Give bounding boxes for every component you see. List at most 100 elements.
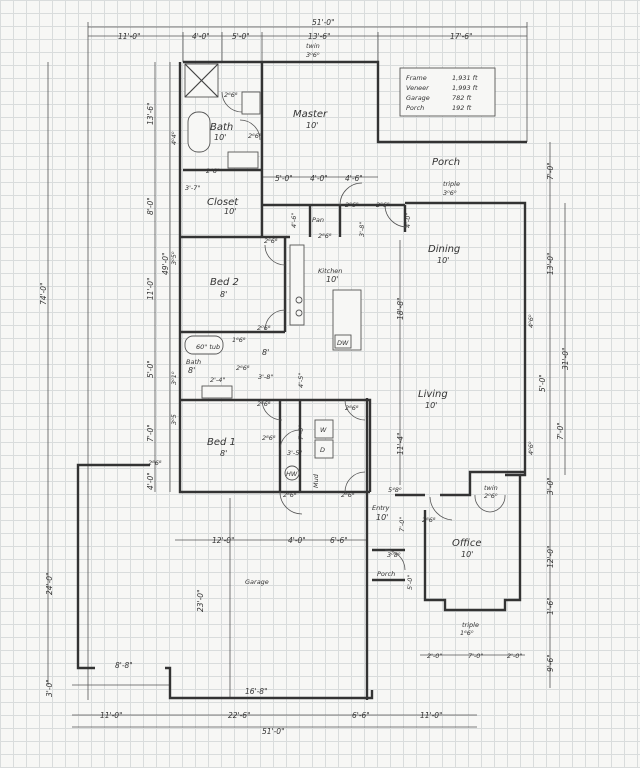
ceiling-height: 10' xyxy=(224,207,236,216)
water-heater xyxy=(284,465,300,481)
dimension-label: 4'-6" xyxy=(290,213,298,228)
area-table: Frame 1,931 ft Veneer 1,993 ft Garage 78… xyxy=(406,74,478,112)
room-garage: Garage xyxy=(245,578,269,586)
window-label: 4⁰6⁰ xyxy=(527,441,535,455)
door-label: 1⁶6⁸ xyxy=(232,336,246,344)
dimension-label: 5'-0" xyxy=(232,32,250,41)
ceiling-height: 10' xyxy=(326,275,338,284)
dimension-labels: 51'-0" 11'-0" 4'-0" 5'-0" 13'-6" 17'-6" … xyxy=(39,18,570,736)
fixture-labels: DW W D HW 60" tub xyxy=(196,339,349,478)
area-label: Veneer xyxy=(406,84,430,92)
dishwasher xyxy=(334,334,352,349)
water-heater-label: HW xyxy=(286,470,298,478)
window-label: triple xyxy=(443,180,460,188)
room-master-bath: Bath xyxy=(210,122,233,133)
walls xyxy=(76,60,527,700)
dimension-label: 7'-0" xyxy=(546,162,555,180)
dimension-label: 11'-0" xyxy=(146,277,155,300)
toilet xyxy=(241,91,261,115)
dimension-label: 4'-0" xyxy=(146,472,155,490)
dimension-label: 4'-0" xyxy=(404,213,412,228)
dimension-label: 51'-0" xyxy=(312,18,335,27)
room-bed2: Bed 2 xyxy=(210,277,239,288)
counter xyxy=(289,244,305,326)
dimension-label: 11'-0" xyxy=(100,711,123,720)
door-label: 2⁸6⁸ xyxy=(376,201,390,209)
dimension-label: 22'-6" xyxy=(228,711,251,720)
door-label: 2⁸6⁸ xyxy=(345,404,359,412)
room-kitchen: Kitchen xyxy=(318,267,342,275)
dimension-label: 31'-0" xyxy=(561,347,570,370)
door-label: 2⁸6⁸ xyxy=(341,491,355,499)
dimension-label: 51'-0" xyxy=(262,727,285,736)
dimension-label: 3'-8" xyxy=(258,373,273,381)
window-label: 3⁰6⁰ xyxy=(443,189,457,197)
window-label: twin xyxy=(484,484,498,492)
room-pantry: Pan xyxy=(312,216,324,224)
dimension-label: 3'-7" xyxy=(185,184,200,192)
dimension-label: 7'-0" xyxy=(468,652,483,660)
window-label: triple xyxy=(462,621,479,629)
room-bed1: Bed 1 xyxy=(207,437,236,448)
window-label: 3⁰5⁰ xyxy=(170,251,178,265)
window-label: 3⁰6⁰ xyxy=(306,51,320,59)
ceiling-height: 10' xyxy=(214,133,226,142)
dimension-label: 12'-0" xyxy=(546,545,555,568)
dimension-label: 4'-5" xyxy=(297,373,305,388)
area-value: 192 ft xyxy=(452,104,472,112)
area-value: 1,993 ft xyxy=(452,84,478,92)
door-label: 2⁸6⁸ xyxy=(257,400,271,408)
door-label: 2⁰6⁸ xyxy=(257,324,271,332)
area-value: 782 ft xyxy=(452,94,472,102)
window-label: 3⁰1⁰ xyxy=(170,371,178,385)
dimension-label: 6'-6" xyxy=(330,536,348,545)
room-labels: Master 10' Bath 10' Closet 10' Pan Porch… xyxy=(186,109,482,586)
dimension-label: 3'-5" xyxy=(287,449,302,457)
dimension-label: 3'-0" xyxy=(546,477,555,495)
area-label: Garage xyxy=(406,94,430,102)
window-label: twin xyxy=(306,42,320,50)
window-label: 1⁶6⁰ xyxy=(460,629,474,637)
ceiling-height: 10' xyxy=(376,513,388,522)
dimension-label: 6'-6" xyxy=(352,711,370,720)
dimension-label: 2'-0" xyxy=(507,652,522,660)
dimension-label: 4'-6" xyxy=(345,174,363,183)
ceiling-height: 10' xyxy=(461,550,473,559)
door-label: 2⁸6⁸ xyxy=(422,516,436,524)
door-label: 2⁸6⁸ xyxy=(283,491,297,499)
dimension-label: 4'-0" xyxy=(288,536,306,545)
door-label: 2⁶6⁸ xyxy=(248,132,262,140)
dimension-label: 2'-4" xyxy=(210,376,225,384)
fixtures xyxy=(184,63,496,481)
dimension-label: 13'-6" xyxy=(308,32,331,41)
door-label: 2⁶6⁸ xyxy=(264,237,278,245)
room-front-porch: Porch xyxy=(377,570,395,578)
door-swings xyxy=(221,91,506,571)
window-label: 2⁰6⁰ xyxy=(484,492,498,500)
dimension-label: 13'-0" xyxy=(546,252,555,275)
room-office: Office xyxy=(452,538,482,549)
dimension-label: 24'-0" xyxy=(45,572,54,595)
dimension-label: 11'-0" xyxy=(420,711,443,720)
tub-2 xyxy=(184,335,224,355)
door-label: 2⁸6⁸ xyxy=(318,232,332,240)
dimension-lines xyxy=(47,22,566,728)
dimension-label: 7'-0" xyxy=(297,425,305,440)
bathtub xyxy=(187,111,211,153)
area-label: Frame xyxy=(406,74,427,82)
door-label: 3⁰8⁰ xyxy=(387,551,401,559)
dimension-label: 5'-0" xyxy=(146,360,155,378)
room-mud: Mud xyxy=(312,473,320,488)
area-table-frame xyxy=(399,67,496,117)
door-label: 2⁶6⁸ xyxy=(224,91,238,99)
vanity-2 xyxy=(201,385,233,399)
ceiling-height: 10' xyxy=(425,401,437,410)
room-closet: Closet xyxy=(207,197,239,208)
dryer-label: D xyxy=(320,446,325,454)
dimension-label: 5'-0" xyxy=(538,374,547,392)
ceiling-height: 8' xyxy=(188,366,195,375)
dimension-label: 74'-0" xyxy=(39,282,48,305)
dimension-label: 7'-0" xyxy=(398,517,406,532)
door-label: 2⁶6⁸ xyxy=(236,364,250,372)
